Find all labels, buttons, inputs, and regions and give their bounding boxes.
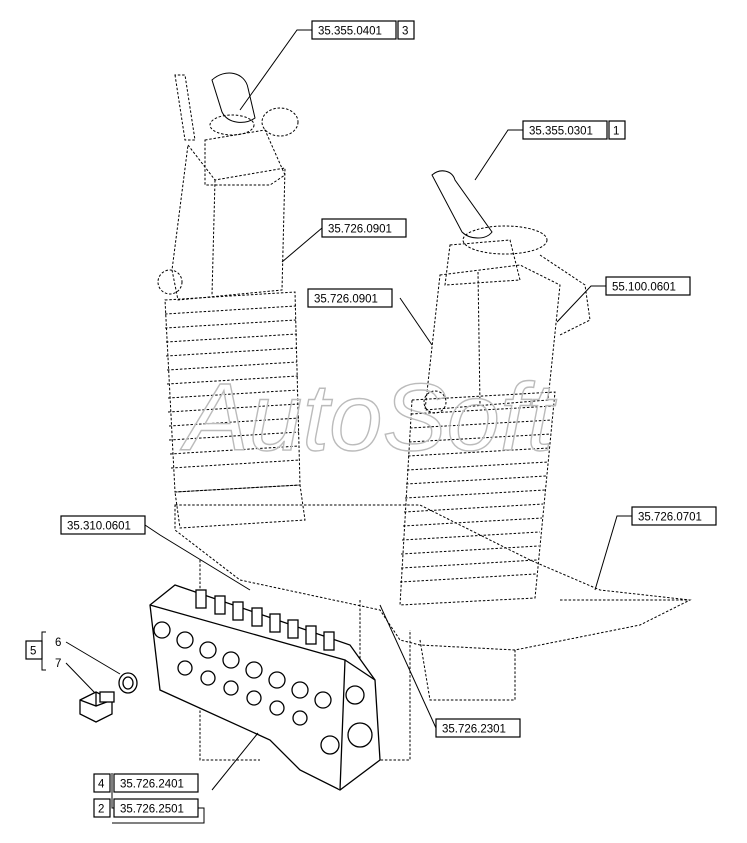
callout-35-355-0401: 35.355.0401 3 xyxy=(311,20,415,40)
left-control-tower xyxy=(157,72,306,529)
valve-spools xyxy=(195,589,335,651)
right-bellows xyxy=(399,391,556,606)
svg-text:35.355.0401: 35.355.0401 xyxy=(318,26,382,38)
svg-text:35.355.0301: 35.355.0301 xyxy=(529,126,593,138)
callout-35-726-0701: 35.726.0701 xyxy=(631,506,717,526)
svg-text:6: 6 xyxy=(55,637,61,649)
svg-text:35.726.0901: 35.726.0901 xyxy=(328,224,392,236)
right-control-tower xyxy=(399,170,591,606)
svg-text:35.726.2501: 35.726.2501 xyxy=(120,804,184,816)
leader-lines xyxy=(65,29,632,824)
callout-35-726-2501: 2 35.726.2501 xyxy=(93,798,199,818)
svg-text:35.726.2301: 35.726.2301 xyxy=(442,724,506,736)
callout-35-726-2401: 4 35.726.2401 xyxy=(93,773,199,793)
svg-text:4: 4 xyxy=(98,779,105,791)
callout-55-100-0601: 55.100.0601 xyxy=(605,276,691,296)
svg-text:3: 3 xyxy=(402,26,408,38)
valve-ports xyxy=(153,621,373,755)
callout-35-726-0901-right: 35.726.0901 xyxy=(307,288,393,308)
svg-text:35.726.0901: 35.726.0901 xyxy=(314,294,378,306)
callout-35-726-0901-left: 35.726.0901 xyxy=(321,218,407,238)
svg-text:35.310.0601: 35.310.0601 xyxy=(67,521,131,533)
callout-group-5: 5 6 7 xyxy=(25,631,61,671)
o-ring xyxy=(118,672,138,694)
callout-35-726-2301: 35.726.2301 xyxy=(435,718,521,738)
callout-35-310-0601: 35.310.0601 xyxy=(60,515,146,535)
svg-text:7: 7 xyxy=(55,658,61,670)
svg-text:35.726.0701: 35.726.0701 xyxy=(638,512,702,524)
control-valve xyxy=(149,584,381,791)
svg-text:35.726.2401: 35.726.2401 xyxy=(120,779,184,791)
svg-text:2: 2 xyxy=(98,804,104,816)
plug xyxy=(79,691,115,723)
watermark: AutoSoft xyxy=(180,364,557,471)
svg-text:1: 1 xyxy=(613,126,619,138)
svg-text:55.100.0601: 55.100.0601 xyxy=(612,282,676,294)
callout-35-355-0301: 35.355.0301 1 xyxy=(522,120,626,140)
svg-text:5: 5 xyxy=(30,646,36,658)
